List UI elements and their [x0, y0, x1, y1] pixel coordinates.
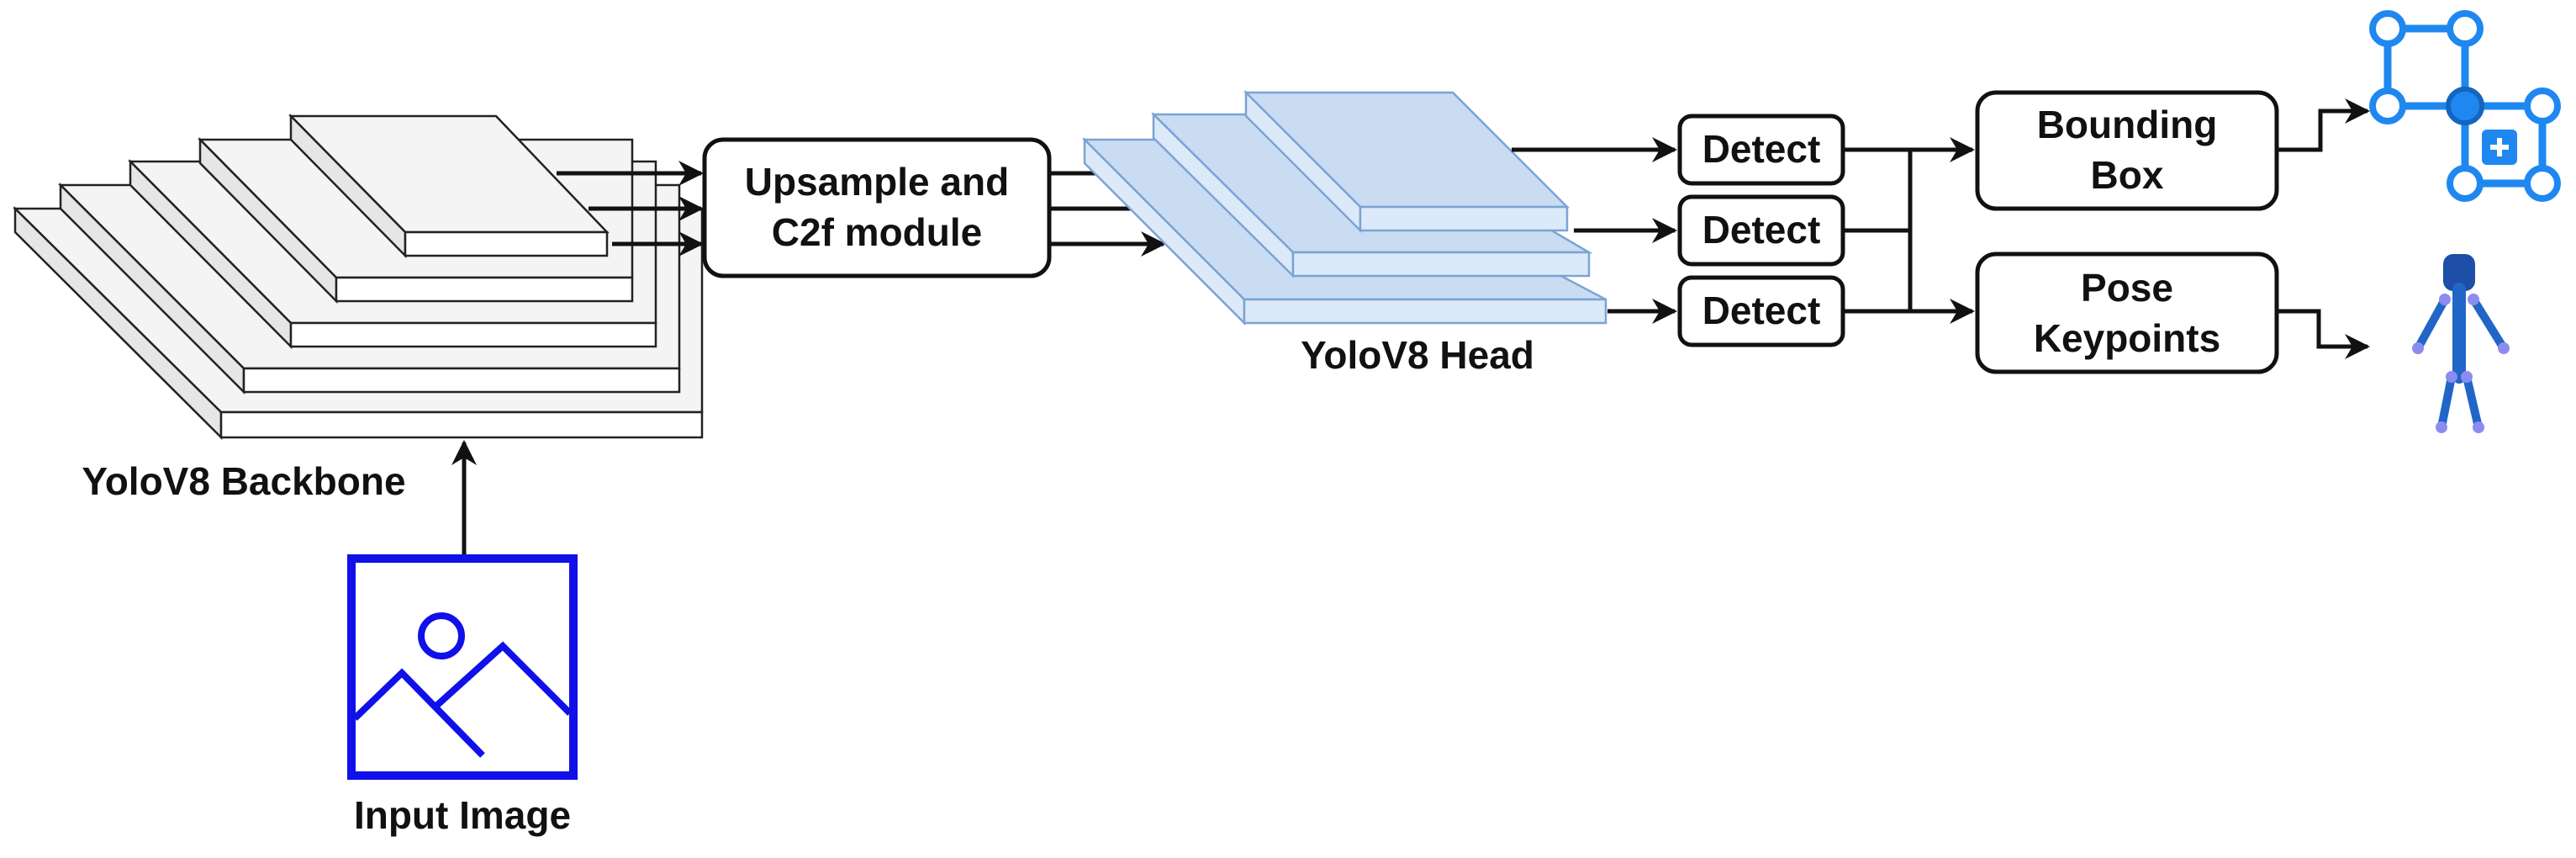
detect-box-2: Detect — [1677, 194, 1845, 267]
pose-label-line1: Pose — [2081, 266, 2173, 310]
bounding-box-output: Bounding Box — [1975, 90, 2279, 211]
upsample-label-line2: C2f module — [772, 210, 982, 254]
head-to-detect-arrows — [1512, 137, 1677, 324]
bbox-label-line2: Box — [2091, 153, 2164, 197]
pose-figure-icon — [2412, 254, 2510, 433]
pose-output-arrow — [2277, 309, 2370, 359]
bounding-box-icon — [2369, 10, 2561, 202]
detect-box-1: Detect — [1677, 114, 1845, 186]
detect-label-2: Detect — [1702, 208, 1821, 252]
pose-keypoints-output: Pose Keypoints — [1975, 252, 2279, 374]
detect-merge-lines — [1843, 137, 1975, 324]
input-image-label: Input Image — [354, 793, 571, 837]
pose-label-line2: Keypoints — [2034, 316, 2220, 360]
detect-box-3: Detect — [1677, 275, 1845, 347]
head-layer-3 — [1243, 89, 1570, 234]
backbone-layer-5 — [288, 113, 610, 259]
bbox-output-arrow — [2277, 98, 2370, 152]
head-label: YoloV8 Head — [1301, 333, 1534, 377]
upsample-c2f-box: Upsample and C2f module — [702, 137, 1052, 278]
bbox-label-line1: Bounding — [2037, 103, 2218, 146]
detect-label-3: Detect — [1702, 289, 1821, 332]
backbone-label: YoloV8 Backbone — [82, 459, 405, 503]
backbone-stack — [12, 113, 704, 441]
backbone-to-upsample-arrows — [557, 161, 704, 257]
detect-label-1: Detect — [1702, 127, 1821, 171]
upsample-label-line1: Upsample and — [745, 160, 1009, 204]
image-icon — [347, 554, 578, 780]
head-stack — [1081, 89, 1607, 326]
